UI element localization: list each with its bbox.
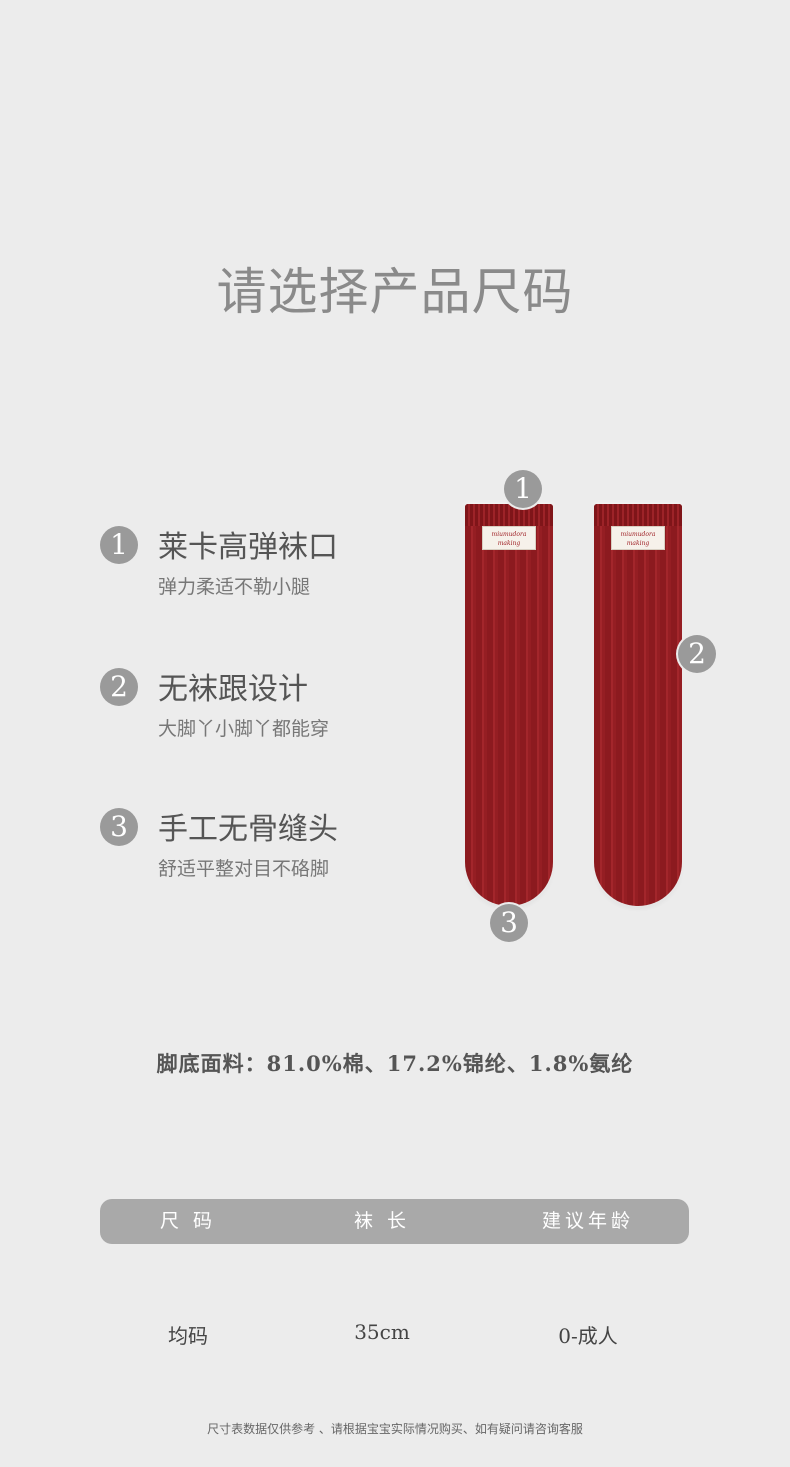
feature-number-badge: 2 [100,668,138,706]
feature-item-1: 1 莱卡高弹袜口 弹力柔适不勒小腿 [100,522,420,612]
cell-size: 均码 [168,1324,208,1348]
feature-title: 无袜跟设计 [158,672,308,707]
callout-badge-3: 3 [490,904,528,942]
size-table-header: 尺 码 袜 长 建议年龄 [100,1199,689,1244]
callout-badge-2: 2 [678,635,716,673]
tag-text-line2: making [497,540,521,547]
cell-length: 35cm [354,1320,410,1344]
feature-subtitle: 大脚丫小脚丫都能穿 [158,718,330,740]
sock-brand-tag: miumudora making [611,526,665,550]
feature-item-3: 3 手工无骨缝头 舒适平整对目不硌脚 [100,804,420,894]
header-length: 袜 长 [353,1210,411,1232]
feature-subtitle: 弹力柔适不勒小腿 [158,576,311,598]
footnote: 尺寸表数据仅供参考 、请根据宝宝实际情况购买、如有疑问请咨询客服 [207,1422,583,1436]
header-size: 尺 码 [159,1210,217,1232]
feature-item-2: 2 无袜跟设计 大脚丫小脚丫都能穿 [100,664,420,754]
feature-title: 莱卡高弹袜口 [158,530,338,565]
cell-age: 0-成人 [558,1324,618,1348]
feature-number-badge: 3 [100,808,138,846]
tag-text-line1: miumudora [491,531,527,538]
material-composition: 脚底面料：81.0%棉、17.2%锦纶、1.8%氨纶 [156,1051,634,1076]
page-title: 请选择产品尺码 [216,263,574,321]
feature-subtitle: 舒适平整对目不硌脚 [158,858,330,880]
tag-text-line1: miumudora [620,531,656,538]
feature-number-badge: 1 [100,526,138,564]
header-age: 建议年龄 [541,1210,634,1232]
sock-product-image: miumudora making miumudora making 1 2 3 [440,460,740,950]
sock-brand-tag: miumudora making [482,526,536,550]
tag-text-line2: making [626,540,650,547]
sock-left: miumudora making [465,504,553,906]
callout-badge-1: 1 [504,470,542,508]
sock-right: miumudora making [594,504,682,906]
feature-title: 手工无骨缝头 [158,812,338,847]
